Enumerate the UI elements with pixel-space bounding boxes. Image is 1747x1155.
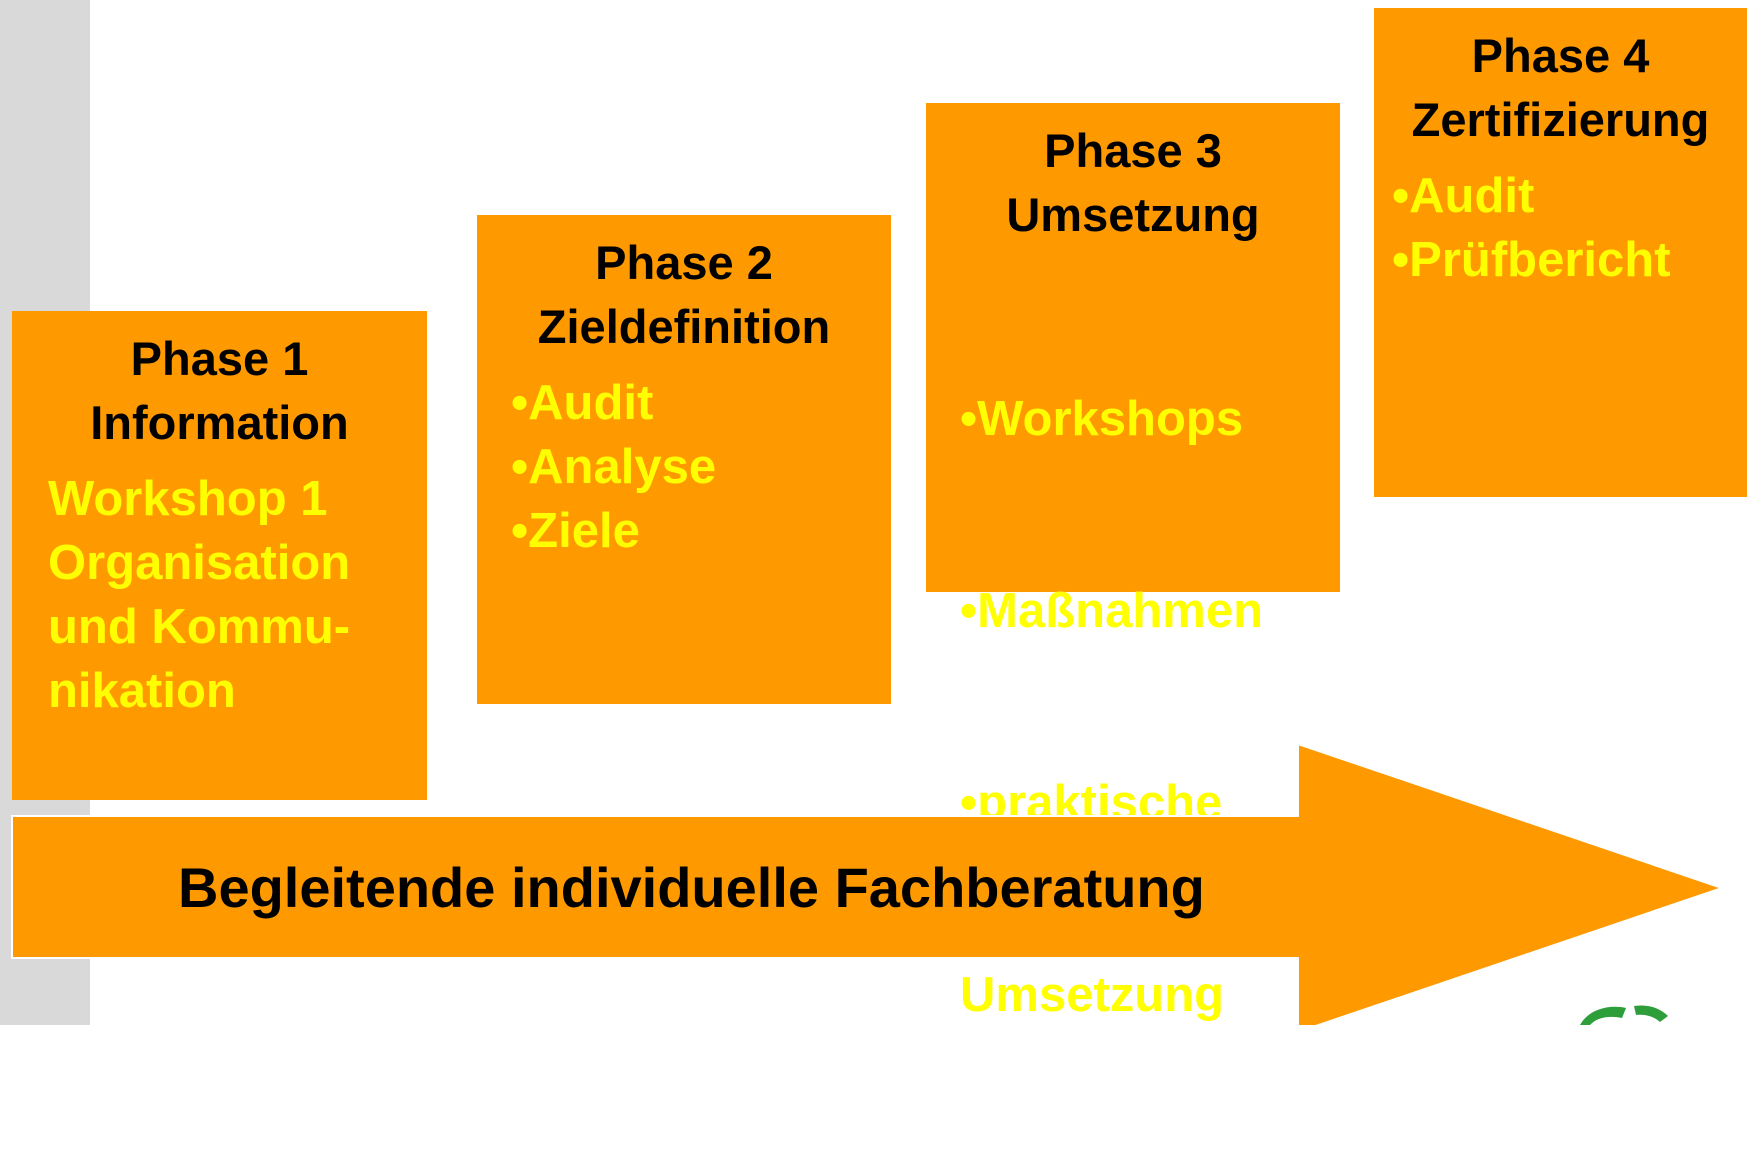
phase-4-box: Phase 4 Zertifizierung •Audit •Prüfberic… — [1374, 8, 1747, 497]
phase-1-items: Workshop 1 Organisation und Kommu- nikat… — [12, 467, 427, 723]
progress-arrow — [11, 742, 1726, 1025]
logo-icon — [1580, 1005, 1668, 1025]
phase-2-box: Phase 2 Zieldefinition •Audit •Analyse •… — [477, 215, 891, 704]
phase-2-items: •Audit •Analyse •Ziele — [477, 371, 891, 563]
phase-1-item: Workshop 1 — [48, 472, 328, 526]
phase-3-item: •Workshops — [960, 392, 1244, 446]
phase-2-item: •Audit — [511, 376, 654, 430]
phase-1-item: und Kommu- — [48, 600, 351, 654]
phase-4-item: •Audit — [1392, 169, 1535, 223]
phase-4-items: •Audit •Prüfbericht — [1374, 164, 1747, 292]
phase-2-title-name: Zieldefinition — [537, 300, 831, 353]
phase-4-item: •Prüfbericht — [1392, 233, 1671, 287]
phase-3-title-number: Phase 3 — [1044, 124, 1222, 177]
phase-3-item: Umsetzung — [960, 968, 1225, 1022]
phase-1-item: nikation — [48, 664, 236, 718]
phase-1-item: Organisation — [48, 536, 351, 590]
arrow-shape — [11, 742, 1726, 1025]
phase-4-title-name: Zertifizierung — [1411, 93, 1710, 146]
phase-2-item: •Analyse — [511, 440, 717, 494]
arrow-label: Begleitende individuelle Fachberatung — [178, 856, 1205, 919]
phase-2-item: •Ziele — [511, 504, 640, 558]
phase-3-title-name: Umsetzung — [1006, 188, 1260, 241]
phase-1-title-name: Information — [90, 396, 349, 449]
phase-2-title-number: Phase 2 — [595, 236, 773, 289]
phase-3-item: •Maßnahmen — [960, 584, 1264, 638]
phase-3-box: Phase 3 Umsetzung •Workshops •Maßnahmen … — [926, 103, 1340, 1022]
phase-1-box: Phase 1 Information Workshop 1 Organisat… — [12, 311, 427, 800]
phase-1-title-number: Phase 1 — [130, 332, 309, 385]
phase-4-title-number: Phase 4 — [1471, 29, 1650, 82]
